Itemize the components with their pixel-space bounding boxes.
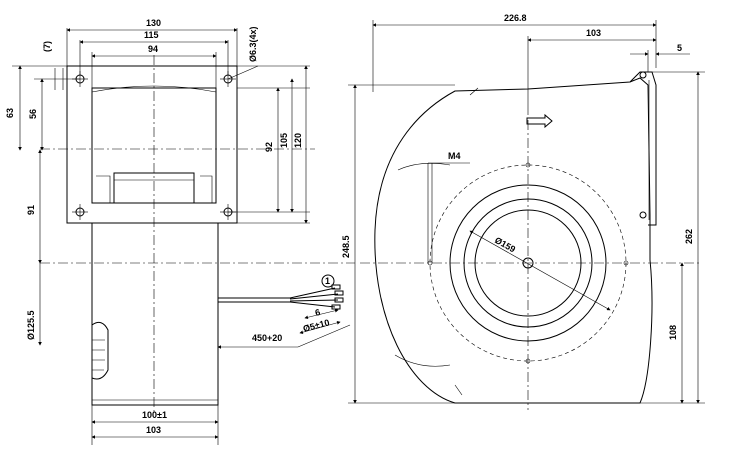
motor-body bbox=[91, 223, 219, 406]
dim-hole: Ø6.3(4x) bbox=[248, 26, 258, 62]
callout-circle bbox=[321, 274, 335, 288]
scroll-housing bbox=[374, 77, 653, 404]
side-view: Ø159 M4 226.8 103 5 248.5 262 108 bbox=[341, 13, 705, 410]
dim-94: 94 bbox=[148, 44, 158, 54]
callout-label: 1 bbox=[325, 276, 330, 286]
dim-226: 226.8 bbox=[504, 13, 527, 23]
mounting-flange bbox=[66, 65, 238, 224]
dim-159: Ø159 bbox=[493, 235, 517, 254]
wire-leads bbox=[289, 284, 344, 310]
dim-120: 120 bbox=[293, 133, 303, 148]
dim-7: (7) bbox=[42, 41, 52, 52]
dim-450: 450+20 bbox=[252, 333, 282, 343]
housing-inner bbox=[91, 87, 217, 204]
dim-103-bottom: 103 bbox=[146, 425, 161, 435]
front-view: 130 115 94 (7) Ø6.3(4x) 63 56 91 92 105 bbox=[5, 18, 355, 445]
rotation-arrow bbox=[526, 113, 553, 129]
dim-M4: M4 bbox=[448, 151, 461, 161]
dim-103-top: 103 bbox=[586, 28, 601, 38]
dim-100: 100±1 bbox=[142, 410, 167, 420]
dim-262: 262 bbox=[684, 229, 694, 244]
dim-6: 6 bbox=[314, 307, 321, 318]
dim-115: 115 bbox=[144, 30, 159, 40]
dim-130: 130 bbox=[146, 18, 161, 28]
dim-5: 5 bbox=[677, 43, 682, 53]
dim-108: 108 bbox=[668, 325, 678, 340]
dim-91: 91 bbox=[26, 205, 36, 215]
dim-248: 248.5 bbox=[341, 235, 351, 258]
dim-105: 105 bbox=[279, 133, 289, 148]
dim-125: Ø125.5 bbox=[26, 310, 36, 340]
dim-wire: Ø5±10 bbox=[302, 317, 331, 334]
dim-56: 56 bbox=[28, 109, 38, 119]
cable-gland bbox=[91, 321, 109, 380]
dim-92: 92 bbox=[264, 142, 274, 152]
dim-63: 63 bbox=[5, 108, 15, 118]
